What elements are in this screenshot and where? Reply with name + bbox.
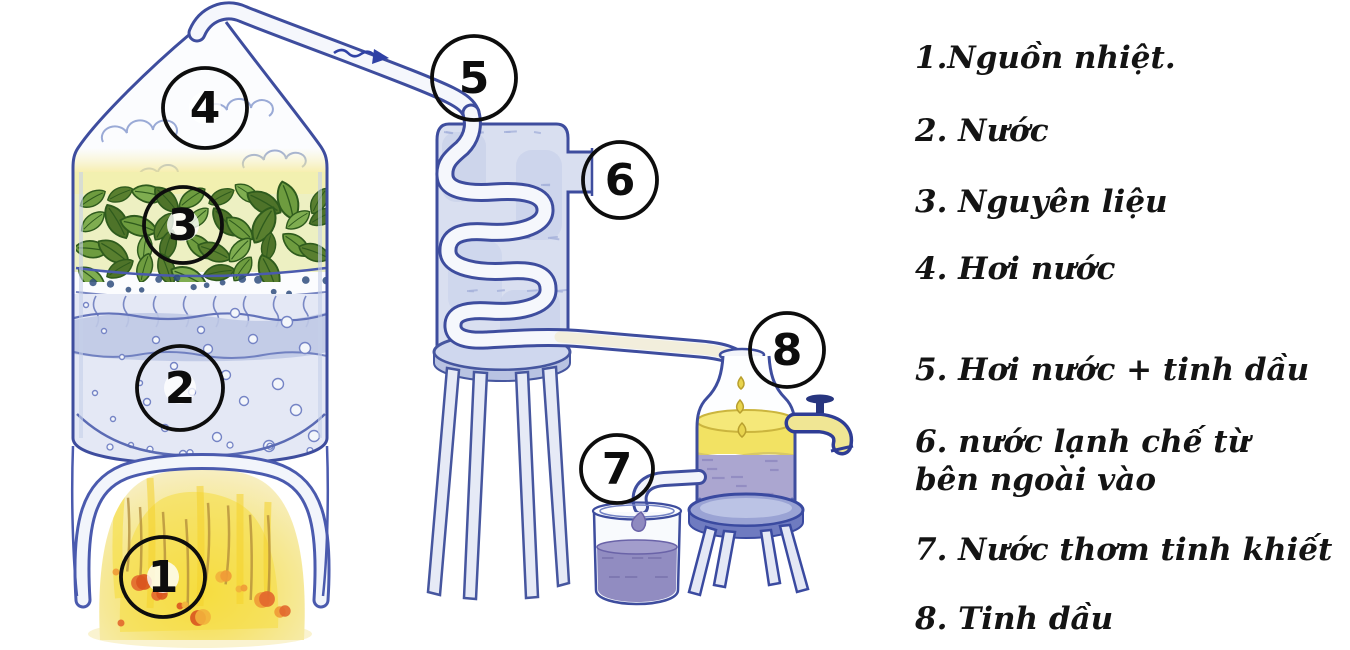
marker-7: 7 <box>579 433 655 505</box>
legend-item-6: 6. nước lạnh chế từ bên ngoài vào <box>915 424 1251 498</box>
still-pot <box>71 18 329 466</box>
separator-stool <box>687 492 810 597</box>
support-plate <box>75 266 327 278</box>
tap-handle[interactable] <box>806 394 834 404</box>
marker-8: 8 <box>748 311 826 389</box>
embers <box>112 568 291 627</box>
marker-2-number: 2 <box>165 363 196 414</box>
flow-arrow <box>333 48 375 58</box>
marker-5: 5 <box>430 34 518 122</box>
separator-texture <box>702 458 779 497</box>
separator-flask <box>631 347 854 515</box>
oil-droplets <box>735 375 747 438</box>
marker-2: 2 <box>135 344 225 432</box>
markers: 1 2 3 4 5 6 7 <box>119 34 826 619</box>
condenser-stand <box>426 332 572 601</box>
legend-item-8: 8. Tinh dầu <box>915 601 1114 637</box>
stool-leg <box>778 523 810 594</box>
legend-item-3: 3. Nguyên liệu <box>915 184 1168 220</box>
legend-item-7: 7. Nước thơm tinh khiết <box>915 532 1333 568</box>
collection-beaker <box>591 501 683 606</box>
marker-3-number: 3 <box>168 200 199 251</box>
water-surface-band <box>74 312 327 362</box>
stand-leg <box>514 370 540 600</box>
heat-source <box>70 445 331 648</box>
marker-4: 4 <box>161 66 249 150</box>
flow-arrowhead <box>372 49 389 64</box>
plant-material-layer <box>76 180 326 282</box>
marker-4-number: 4 <box>190 83 221 134</box>
oil-tap[interactable] <box>784 394 854 456</box>
stool-leg <box>712 529 737 589</box>
legend-item-2: 2. Nước <box>915 113 1049 149</box>
marker-8-number: 8 <box>772 325 803 376</box>
legend-item-5: 5. Hơi nước + tinh dầu <box>915 352 1310 388</box>
marker-6: 6 <box>581 140 659 220</box>
marker-1: 1 <box>119 535 207 619</box>
marker-3: 3 <box>142 185 224 265</box>
falling-drop <box>631 511 647 532</box>
stand-leg <box>426 366 461 597</box>
beaker-liquid <box>597 546 677 602</box>
marker-5-number: 5 <box>459 53 490 104</box>
marker-6-number: 6 <box>605 155 636 206</box>
plate-holes <box>89 274 327 297</box>
legend-item-4: 4. Hơi nước <box>915 251 1116 287</box>
stand-leg <box>462 370 489 601</box>
stool-leg <box>687 525 718 597</box>
water-bubbles <box>82 301 321 459</box>
tap-handle-stem <box>816 399 824 413</box>
legend-item-1: 1.Nguồn nhiệt. <box>915 40 1176 76</box>
steam-glow <box>74 148 327 176</box>
marker-1-number: 1 <box>148 552 179 603</box>
stand-leg <box>541 365 571 588</box>
beaker-liquid-texture <box>602 557 668 578</box>
marker-7-number: 7 <box>602 444 633 495</box>
vapor-tube <box>187 1 481 123</box>
stool-leg <box>759 528 782 587</box>
